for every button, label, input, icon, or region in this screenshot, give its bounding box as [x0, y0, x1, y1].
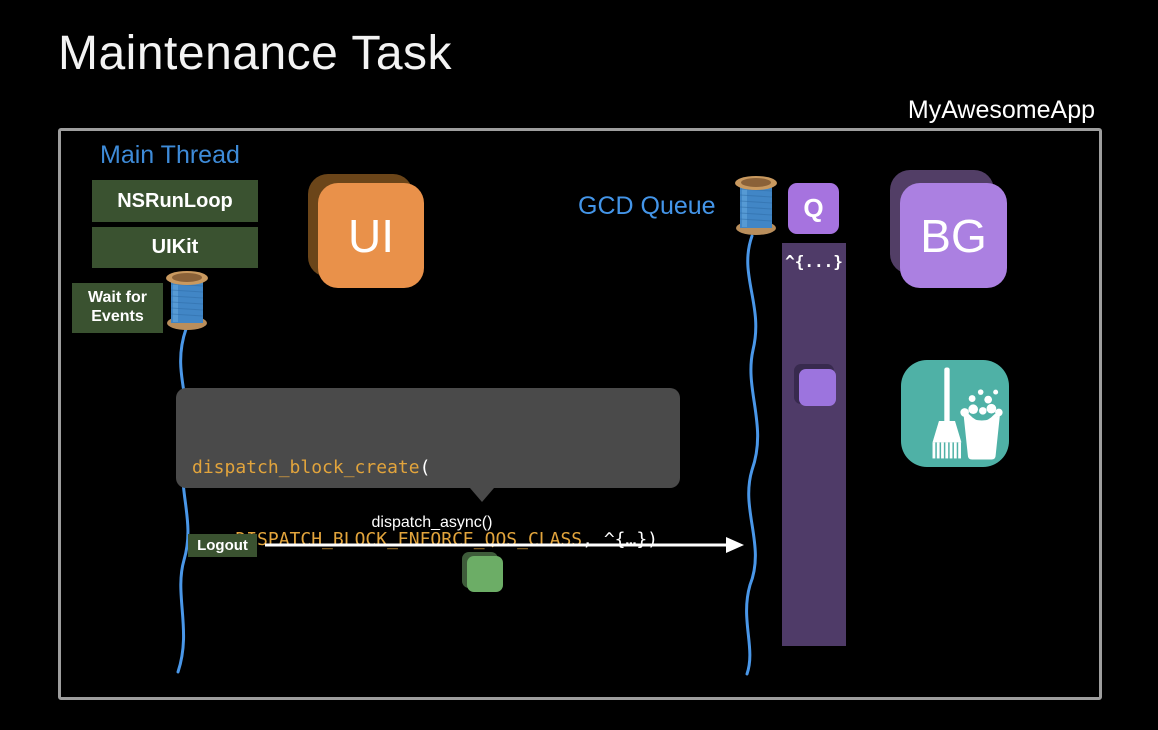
bg-app-icon-face: BG — [900, 183, 1007, 288]
logout-box: Logout — [188, 534, 257, 557]
block-token-label: ^{...} — [785, 252, 843, 271]
bg-app-icon: BG — [890, 170, 1007, 288]
main-thread-heading: Main Thread — [100, 141, 240, 169]
ui-app-icon-face: UI — [318, 183, 424, 288]
uikit-box: UIKit — [92, 227, 258, 268]
gcd-queue-heading: GCD Queue — [578, 192, 716, 220]
queued-block — [799, 369, 836, 406]
gcd-queue-column: ^{...} — [782, 243, 846, 646]
logout-block — [467, 556, 503, 592]
code-line-1: dispatch_block_create( — [192, 457, 431, 478]
slide-title: Maintenance Task — [58, 27, 453, 80]
gcd-spool-icon — [735, 176, 777, 235]
thread-spool-icon — [166, 271, 208, 330]
broom-bucket-icon — [932, 367, 1003, 460]
nsrunloop-box: NSRunLoop — [92, 180, 258, 222]
ui-app-icon: UI — [308, 174, 424, 288]
dispatch-async-label: dispatch_async() — [371, 514, 493, 531]
app-name-label: MyAwesomeApp — [907, 96, 1095, 124]
queue-badge: Q — [788, 183, 839, 234]
main-thread-line — [176, 327, 190, 674]
dispatch-async-arrow — [265, 537, 744, 553]
code-tooltip: dispatch_block_create( DISPATCH_BLOCK_EN… — [176, 388, 680, 550]
gcd-thread-line — [745, 234, 760, 676]
maintenance-cleaning-icon — [901, 360, 1009, 467]
